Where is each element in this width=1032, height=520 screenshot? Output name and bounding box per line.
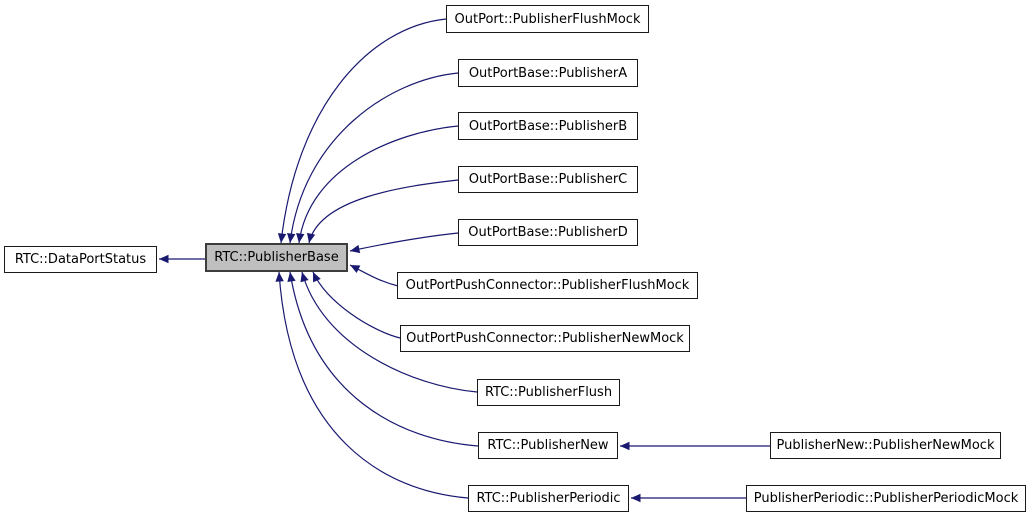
node-outportbase-publisherb[interactable]: OutPortBase::PublisherB (458, 112, 638, 140)
edge-r10-to-base (275, 271, 469, 499)
node-outportbase-publishera[interactable]: OutPortBase::PublisherA (458, 59, 638, 87)
node-rtc-publisherflush[interactable]: RTC::PublisherFlush (477, 379, 620, 406)
node-publisherperiodic-publisherperiodicmock[interactable]: PublisherPeriodic::PublisherPeriodicMock (746, 485, 1026, 512)
node-outportpushconnector-publisherflushmock[interactable]: OutPortPushConnector::PublisherFlushMock (397, 272, 698, 299)
edge-r8-to-base (300, 271, 478, 393)
node-rtc-publisherbase: RTC::PublisherBase (205, 243, 348, 272)
edge-r2-to-base (287, 72, 459, 244)
node-outportpushconnector-publishernewmock[interactable]: OutPortPushConnector::PublisherNewMock (400, 325, 690, 352)
edge-r4-to-base (306, 179, 459, 244)
edge-r7-to-base (312, 271, 401, 339)
edge-r6-to-base (349, 264, 399, 287)
node-rtc-publishernew[interactable]: RTC::PublisherNew (478, 432, 618, 459)
edge-r3-to-base (296, 125, 459, 244)
edge-r5-to-base (349, 232, 459, 254)
node-outportbase-publisherd[interactable]: OutPortBase::PublisherD (458, 219, 638, 246)
edge-r9-to-base (287, 271, 479, 447)
node-publishernew-publishernewmock[interactable]: PublisherNew::PublisherNewMock (770, 432, 1001, 459)
node-outportbase-publisherc[interactable]: OutPortBase::PublisherC (458, 166, 638, 193)
node-outport-publisherflushmock[interactable]: OutPort::PublisherFlushMock (446, 5, 649, 33)
node-rtc-publisherperiodic[interactable]: RTC::PublisherPeriodic (468, 485, 629, 512)
edge-r1-to-base (277, 18, 447, 244)
node-rtc-dataportstatus[interactable]: RTC::DataPortStatus (4, 246, 157, 273)
